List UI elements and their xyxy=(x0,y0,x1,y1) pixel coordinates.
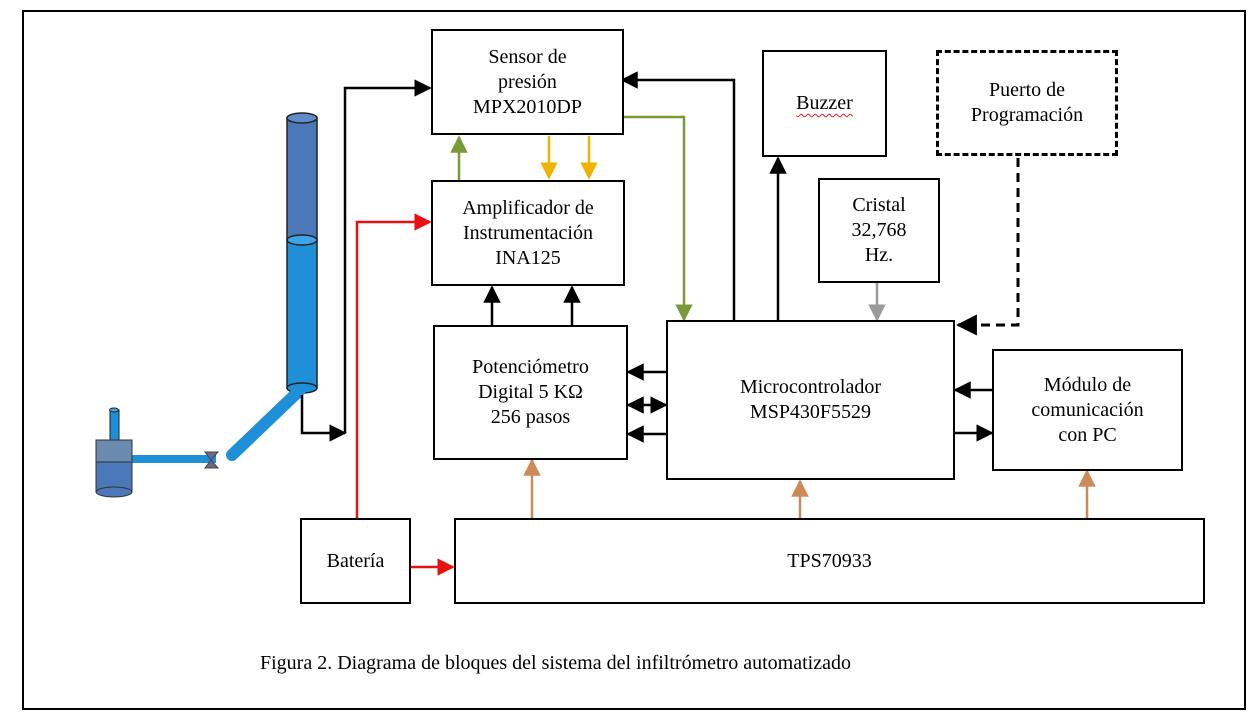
ring-top xyxy=(95,439,133,463)
valve xyxy=(204,451,220,469)
potentiometer-block: Potenciómetro Digital 5 KΩ 256 pasos xyxy=(433,325,628,460)
crystal-block: Cristal 32,768 Hz. xyxy=(818,178,940,283)
battery-block: Batería xyxy=(300,518,411,604)
sensor-block: Sensor de presión MPX2010DP xyxy=(431,29,624,135)
comm-module-label: Módulo de comunicación con PC xyxy=(1031,373,1144,446)
infiltrometer-drawing xyxy=(95,112,318,498)
figure-caption: Figura 2. Diagrama de bloques del sistem… xyxy=(260,652,851,674)
amplifier-label: Amplificador de Instrumentación INA125 xyxy=(462,196,594,269)
battery-label: Batería xyxy=(326,549,385,572)
tube-to-sensor-arrow xyxy=(343,79,432,433)
figure-frame xyxy=(22,10,1246,710)
water-level xyxy=(286,234,318,246)
buzzer-label: Buzzer xyxy=(796,92,853,114)
micro-to-sensor-arrow xyxy=(620,71,736,320)
buzzer-block: Buzzer xyxy=(762,50,887,157)
regulator-block: TPS70933 xyxy=(454,518,1205,604)
comm-module-block: Módulo de comunicación con PC xyxy=(992,349,1183,471)
column-top xyxy=(286,112,318,124)
column-to-junction-arrow xyxy=(300,395,347,442)
horizontal-pipe xyxy=(124,455,216,463)
microcontroller-label: Microcontrolador MSP430F5529 xyxy=(739,376,882,423)
sensor-to-micro-arrow xyxy=(622,115,693,322)
programming-port-block: Puerto de Programación xyxy=(936,50,1118,156)
amplifier-block: Amplificador de Instrumentación INA125 xyxy=(431,180,625,286)
crystal-label: Cristal 32,768 Hz. xyxy=(851,194,907,266)
potentiometer-label: Potenciómetro Digital 5 KΩ 256 pasos xyxy=(472,356,589,428)
regulator-label: TPS70933 xyxy=(787,549,872,572)
programming-port-label: Puerto de Programación xyxy=(970,79,1084,126)
column-water xyxy=(286,239,318,389)
prog-port-to-micro-arrow xyxy=(955,158,1020,336)
sensor-label: Sensor de presión MPX2010DP xyxy=(473,45,582,118)
column-upper xyxy=(286,117,318,241)
microcontroller-block: Microcontrolador MSP430F5529 xyxy=(666,320,955,480)
hose xyxy=(226,384,306,461)
battery-to-amplifier-arrow xyxy=(355,213,432,518)
